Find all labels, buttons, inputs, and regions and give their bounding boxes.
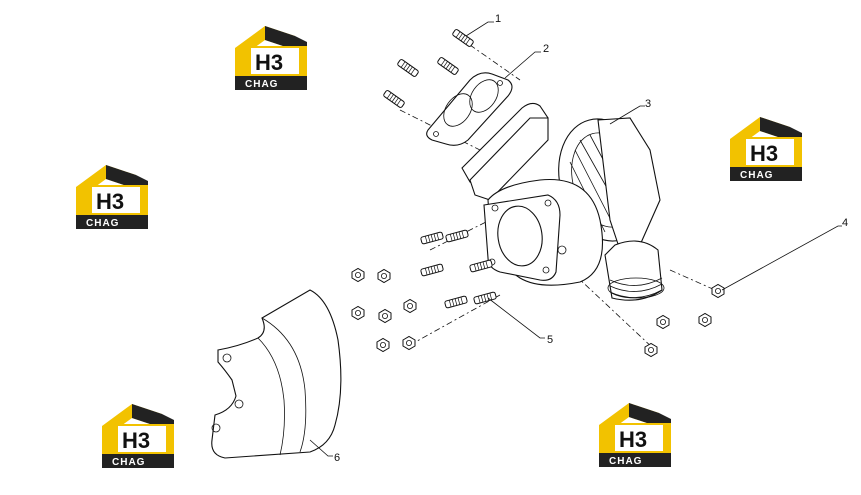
lower-studs bbox=[419, 229, 498, 309]
logo-mark: H3 bbox=[255, 50, 283, 75]
watermark-logo: H3 CHAG bbox=[102, 404, 174, 468]
logo-mark: H3 bbox=[750, 141, 778, 166]
logo-mark: H3 bbox=[619, 427, 647, 452]
watermark-logo: H3 CHAG bbox=[599, 403, 671, 467]
watermark-logo: H3 CHAG bbox=[76, 165, 148, 229]
callout-2: 2 bbox=[543, 43, 549, 55]
logo-word: CHAG bbox=[609, 456, 642, 467]
heat-shield bbox=[211, 289, 342, 459]
logo-mark: H3 bbox=[122, 428, 150, 453]
callout-4: 4 bbox=[842, 217, 848, 229]
gasket bbox=[426, 72, 513, 146]
watermark-logo: H3 CHAG bbox=[235, 26, 307, 90]
leader-lines bbox=[309, 21, 842, 457]
callout-6: 6 bbox=[334, 452, 340, 464]
logo-word: CHAG bbox=[245, 79, 278, 90]
callout-3: 3 bbox=[645, 98, 651, 110]
logo-word: CHAG bbox=[86, 218, 119, 229]
logo-word: CHAG bbox=[740, 170, 773, 181]
watermark-logo: H3 CHAG bbox=[730, 117, 802, 181]
callout-5: 5 bbox=[547, 334, 553, 346]
logo-mark: H3 bbox=[96, 189, 124, 214]
turbocharger bbox=[461, 102, 665, 301]
logo-word: CHAG bbox=[112, 457, 145, 468]
callout-1: 1 bbox=[495, 13, 501, 25]
